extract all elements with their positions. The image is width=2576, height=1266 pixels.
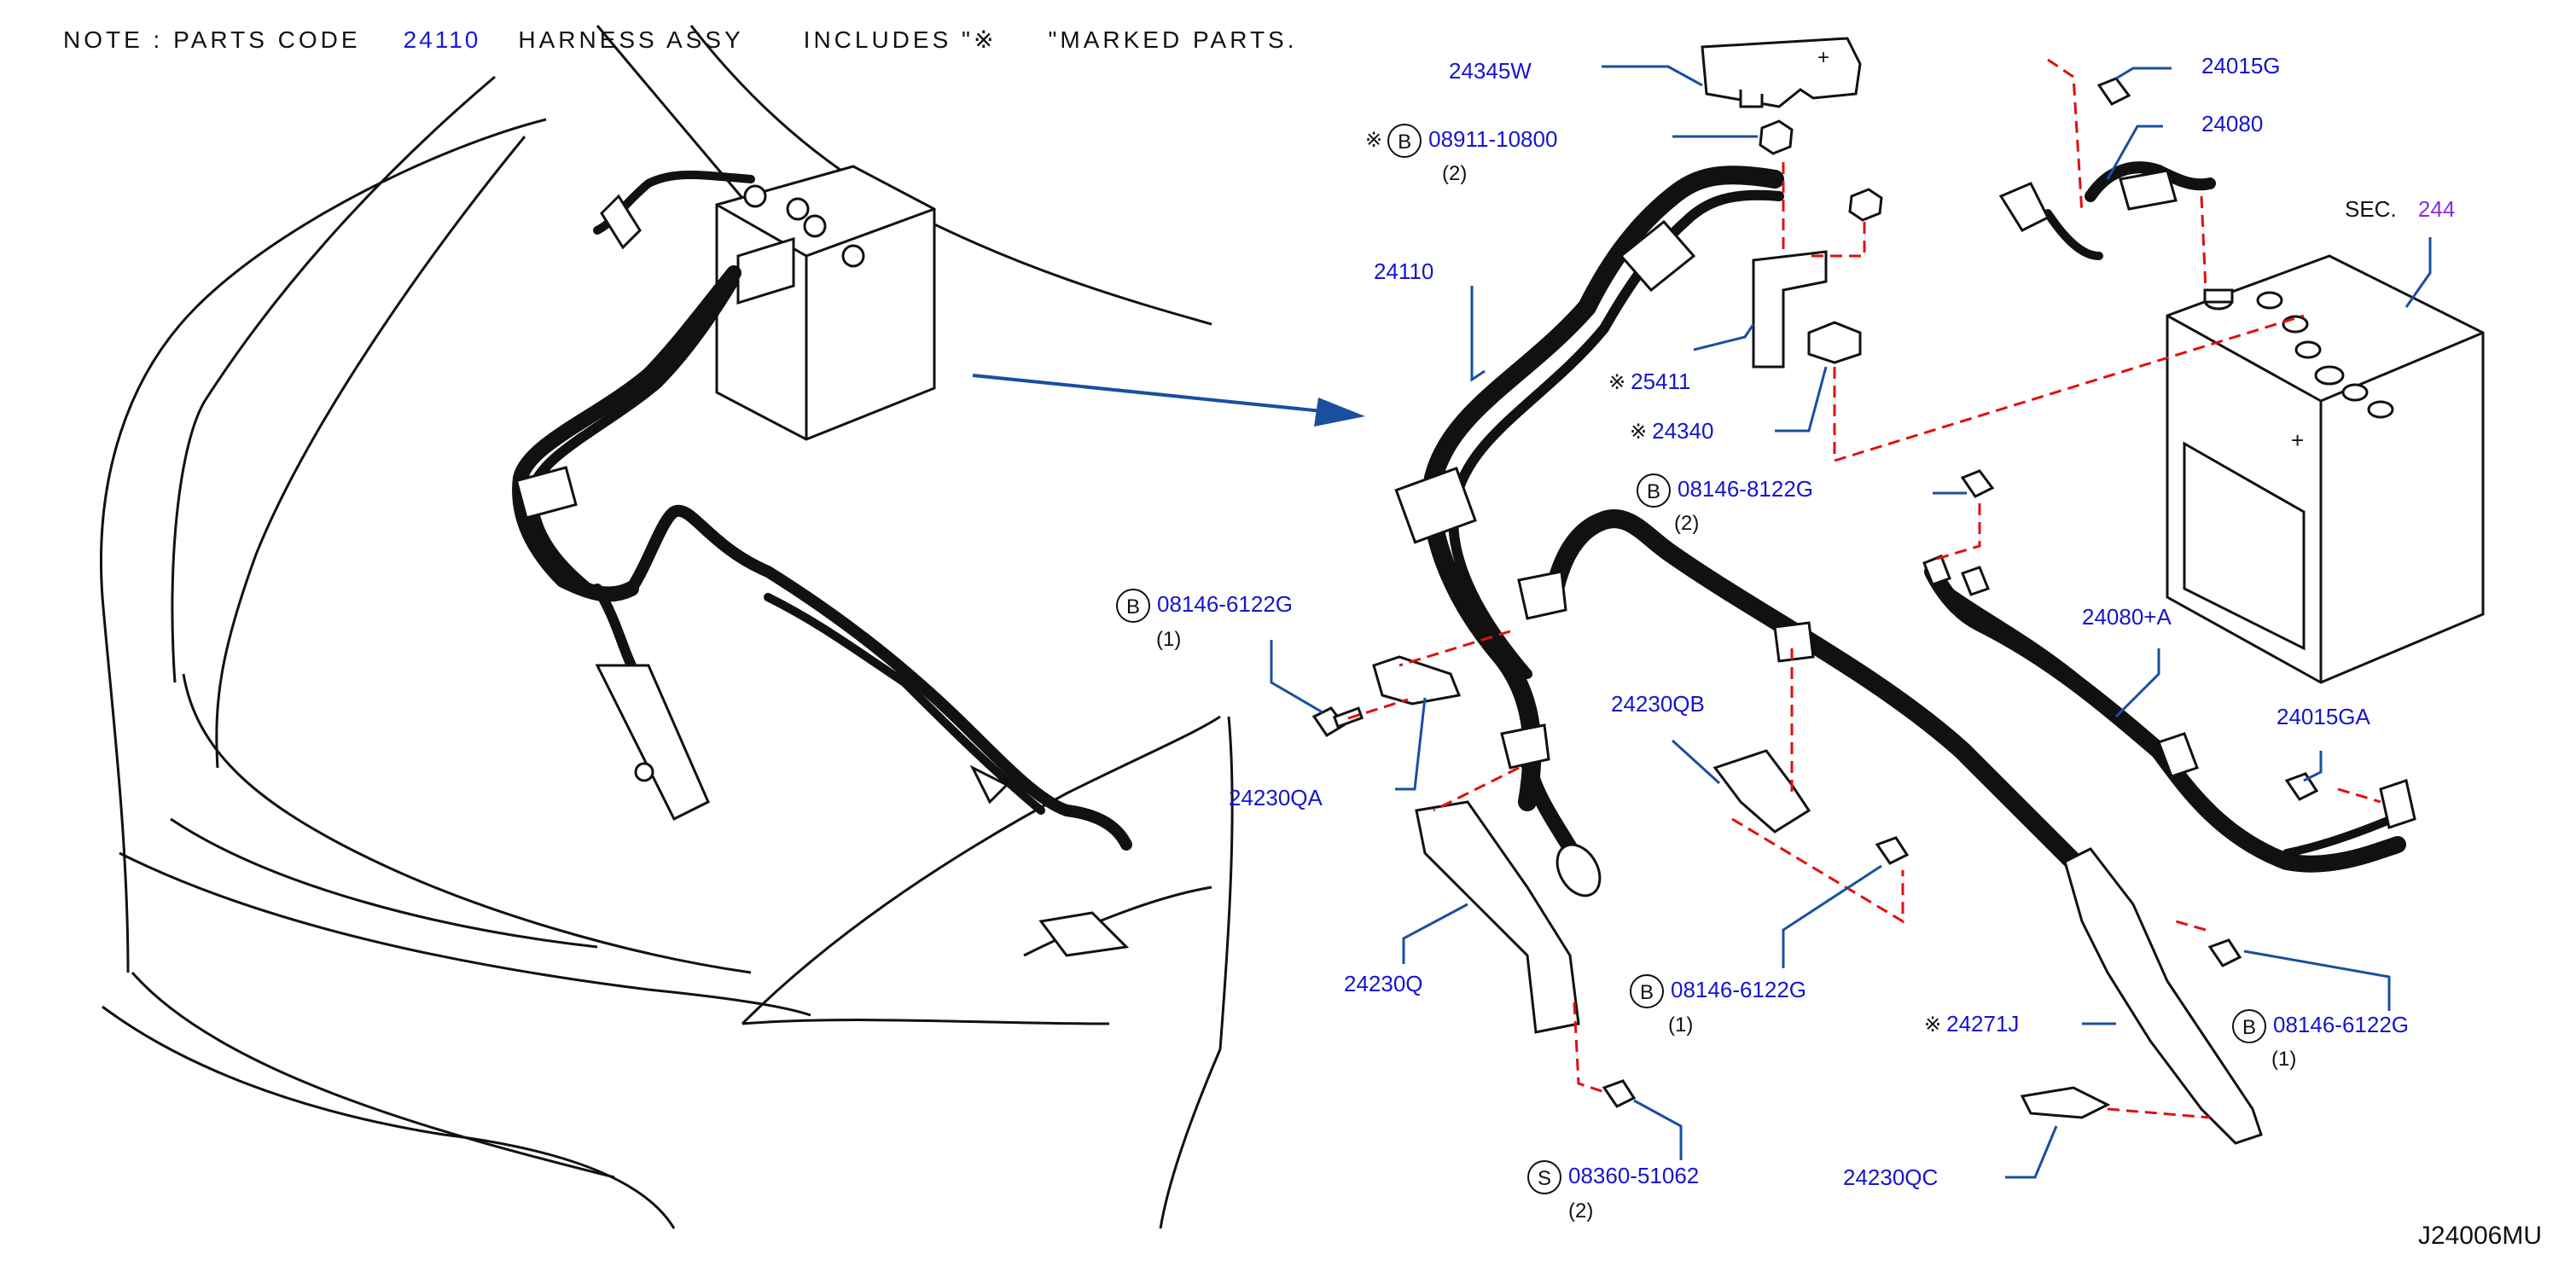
callout-08146-6122g-right[interactable]: B 08146-6122G <box>2232 1009 2409 1043</box>
callout-24015g[interactable]: 24015G <box>2201 53 2281 78</box>
svg-text:+: + <box>1817 46 1829 69</box>
part-code: 08146-6122G <box>1157 590 1294 617</box>
battery-large: + <box>2166 254 2485 684</box>
drawing-id: J24006MU <box>2417 1222 2542 1250</box>
qty-08360-51062: (2) <box>1568 1199 1594 1222</box>
b-badge: B <box>2232 1009 2266 1043</box>
part-code: 08360-51062 <box>1568 1162 1700 1188</box>
note-suffix: "MARKED PARTS. <box>1048 26 1298 53</box>
callout-08360-51062[interactable]: S 08360-51062 <box>1527 1160 1699 1194</box>
asterisk-mark: ※ <box>1365 129 1383 152</box>
harness-main-parts: + <box>1311 37 2416 1145</box>
qty-08911: (2) <box>1442 162 1468 185</box>
note-prefix: NOTE : PARTS CODE <box>63 26 361 53</box>
part-code: 08146-8122G <box>1678 475 1814 502</box>
callout-08146-6122g-mid[interactable]: B 08146-6122G <box>1630 974 1806 1008</box>
note-parts-code[interactable]: 24110 <box>403 26 481 53</box>
callout-24271j[interactable]: ※24271J <box>1924 1011 2019 1038</box>
part-code: 24340 <box>1652 418 1714 444</box>
callout-25411[interactable]: ※25411 <box>1608 369 1690 396</box>
asterisk-mark: ※ <box>1630 421 1648 444</box>
harness-small <box>512 171 1132 851</box>
detail-arrow <box>972 374 1365 427</box>
callout-24230qb[interactable]: 24230QB <box>1611 691 1705 717</box>
battery-small <box>715 165 936 441</box>
b-badge: B <box>1387 124 1422 158</box>
callout-24015ga[interactable]: 24015GA <box>2277 704 2370 729</box>
part-code: 08146-6122G <box>1671 976 1807 1002</box>
svg-text:+: + <box>2291 427 2304 453</box>
callout-08146-8122g[interactable]: B 08146-8122G <box>1637 473 1813 508</box>
sec-code: 244 <box>2417 196 2456 222</box>
callout-24345w[interactable]: 24345W <box>1449 58 1532 84</box>
callout-sec-244[interactable]: SEC. 244 <box>2345 196 2455 222</box>
callout-24230qa[interactable]: 24230QA <box>1229 785 1323 810</box>
leader-lines <box>1270 65 2432 1179</box>
b-badge: B <box>1630 974 1664 1008</box>
callout-24110[interactable]: 24110 <box>1374 258 1434 284</box>
s-badge: S <box>1527 1160 1561 1194</box>
callout-08146-6122g-left[interactable]: B 08146-6122G <box>1116 589 1293 623</box>
part-code: 24271J <box>1946 1011 2020 1037</box>
harness-note: NOTE : PARTS CODE 24110 HARNESS ASSY INCLUD… <box>63 26 1298 54</box>
callout-24080[interactable]: 24080 <box>2201 111 2264 136</box>
qty-08146-6122g-right: (1) <box>2271 1048 2297 1071</box>
callout-24230q[interactable]: 24230Q <box>1344 971 1423 996</box>
vehicle-outline <box>99 25 1234 1229</box>
asterisk-mark: ※ <box>1924 1013 1942 1037</box>
fastener-dash-lines <box>1347 58 2381 1119</box>
part-code: 25411 <box>1631 369 1691 394</box>
sec-label: SEC. <box>2345 196 2397 222</box>
note-includes: INCLUDES "※ <box>803 26 997 53</box>
qty-08146-6122g-left: (1) <box>1156 628 1182 651</box>
part-code: 08911-10800 <box>1428 125 1558 152</box>
b-badge: B <box>1116 589 1150 623</box>
callout-24230qc[interactable]: 24230QC <box>1843 1164 1939 1190</box>
callout-24080-a[interactable]: 24080+A <box>2082 604 2172 630</box>
note-middle: HARNESS ASSY <box>518 26 744 53</box>
qty-08146-8122g: (2) <box>1674 512 1700 535</box>
part-code: 08146-6122G <box>2273 1011 2410 1037</box>
asterisk-mark: ※ <box>1608 371 1626 395</box>
qty-08146-6122g-mid: (1) <box>1668 1013 1694 1037</box>
callout-24340[interactable]: ※24340 <box>1630 418 1713 445</box>
harness-small-parts <box>515 194 1130 957</box>
b-badge: B <box>1637 473 1671 508</box>
